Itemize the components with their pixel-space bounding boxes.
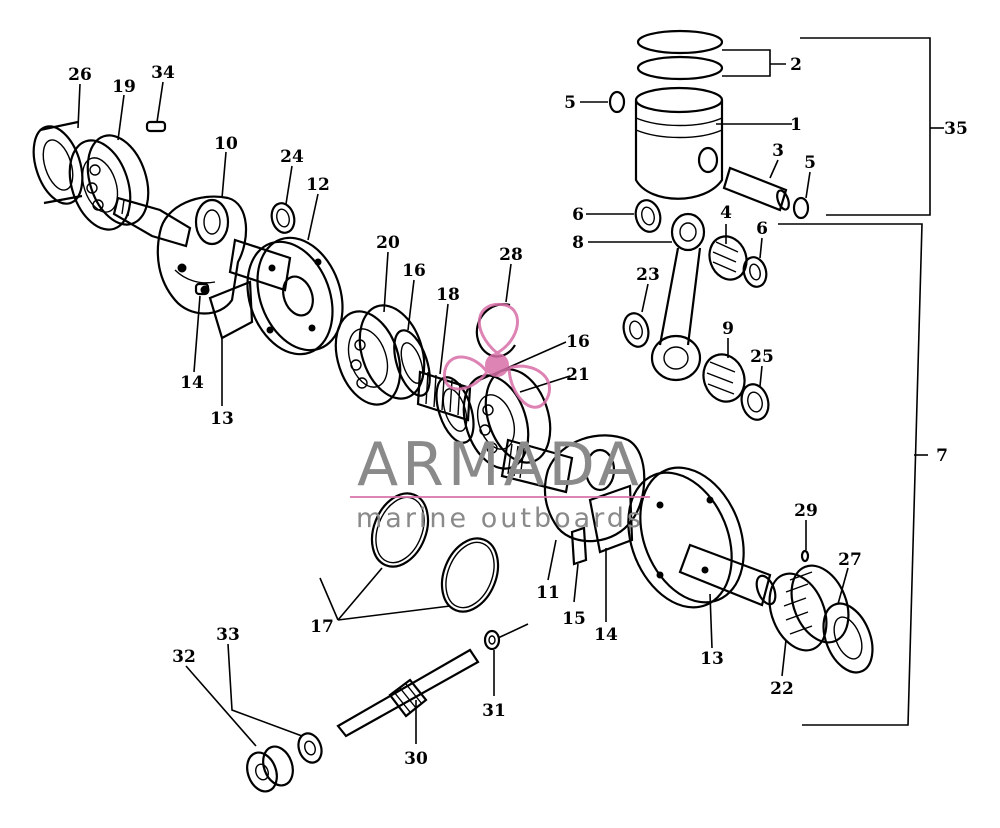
callout-19: 19	[112, 77, 136, 97]
watermark-tagline: marine outboards	[356, 503, 644, 534]
piston-1	[634, 86, 724, 200]
callouts: 26 19 34 10 24 12 14 13 20 16 18 28 16 2…	[68, 55, 968, 769]
oil-seal-27	[822, 602, 874, 674]
callout-8: 8	[572, 233, 584, 253]
seal-16-left	[393, 329, 431, 397]
callout-20: 20	[376, 233, 400, 253]
watermark-logo	[350, 303, 650, 498]
callout-17: 17	[310, 617, 334, 637]
callout-22: 22	[770, 679, 794, 699]
crank-shaft-end	[112, 196, 192, 248]
pin-29	[800, 549, 810, 563]
washer-33	[297, 732, 323, 764]
callout-32: 32	[172, 647, 196, 667]
callout-23: 23	[636, 265, 660, 285]
callout-7: 7	[936, 446, 948, 466]
callout-15: 15	[562, 609, 586, 629]
thrust-washer-24	[270, 202, 296, 234]
pin-15	[570, 526, 588, 566]
callout-29: 29	[794, 501, 818, 521]
callout-14-upper: 14	[180, 373, 204, 393]
callout-16-lower: 16	[566, 332, 590, 352]
needle-bearing-22	[768, 564, 850, 652]
washer-6-left	[634, 199, 662, 233]
washer-31	[483, 629, 501, 651]
bushing-32	[246, 745, 294, 793]
watermark-brand: ARMADA	[357, 430, 643, 500]
callout-13-upper: 13	[210, 409, 234, 429]
callout-5-left: 5	[564, 93, 576, 113]
callout-6-left: 6	[572, 205, 584, 225]
piston-pin-3	[722, 166, 790, 212]
callout-12: 12	[306, 175, 330, 195]
callout-27: 27	[838, 550, 862, 570]
callout-5-right: 5	[804, 153, 816, 173]
connecting-rod-8	[650, 212, 706, 382]
logo-propeller-icon	[443, 303, 551, 409]
leader-lines	[77, 81, 849, 747]
callout-35: 35	[944, 119, 968, 139]
bracket-2	[722, 49, 786, 77]
callout-6-right: 6	[756, 219, 768, 239]
crank-web-13-upper	[208, 280, 254, 340]
crank-web-14-lower	[588, 484, 634, 554]
callout-25: 25	[750, 347, 774, 367]
circlip-5-left	[608, 90, 626, 114]
crank-web-11	[543, 434, 646, 543]
callout-2: 2	[790, 55, 802, 75]
callout-24: 24	[280, 147, 304, 167]
callout-28: 28	[499, 245, 523, 265]
washer-6-right	[742, 256, 768, 288]
callout-10: 10	[214, 134, 238, 154]
logo-hub-icon	[485, 353, 509, 377]
callout-16-upper: 16	[402, 261, 426, 281]
pin-14-upper	[194, 282, 210, 296]
ball-bearing-20	[334, 304, 426, 406]
callout-30: 30	[404, 749, 428, 769]
ball-bearing-19	[68, 134, 150, 231]
callout-31: 31	[482, 701, 506, 721]
oil-seal-26	[32, 120, 84, 205]
callout-1: 1	[790, 115, 802, 135]
crank-disc-13-lower	[627, 466, 745, 609]
bracket-7	[778, 223, 928, 726]
main-shaft	[500, 438, 574, 494]
key-34	[145, 120, 167, 133]
bracket-35	[800, 37, 944, 216]
callout-33: 33	[216, 625, 240, 645]
callout-11: 11	[536, 583, 560, 603]
crank-pin	[228, 238, 292, 292]
labyrinth-seal-18	[416, 370, 472, 422]
circlip-5-right	[792, 196, 810, 220]
callout-34: 34	[151, 63, 175, 83]
needle-bearing-9	[702, 353, 746, 403]
callout-9: 9	[722, 319, 734, 339]
seal-rings-17	[370, 492, 500, 613]
output-shaft	[678, 543, 777, 607]
needle-bearing-4	[708, 235, 748, 281]
callout-14-lower: 14	[594, 625, 618, 645]
callout-3: 3	[772, 141, 784, 161]
drive-shaft-30	[336, 648, 480, 738]
washer-23	[622, 312, 650, 348]
callout-18: 18	[436, 285, 460, 305]
washer-25	[740, 383, 770, 421]
callout-26: 26	[68, 65, 92, 85]
piston-rings-2	[636, 29, 724, 81]
callout-21: 21	[566, 365, 590, 385]
callout-4: 4	[720, 203, 732, 223]
callout-13-lower: 13	[700, 649, 724, 669]
